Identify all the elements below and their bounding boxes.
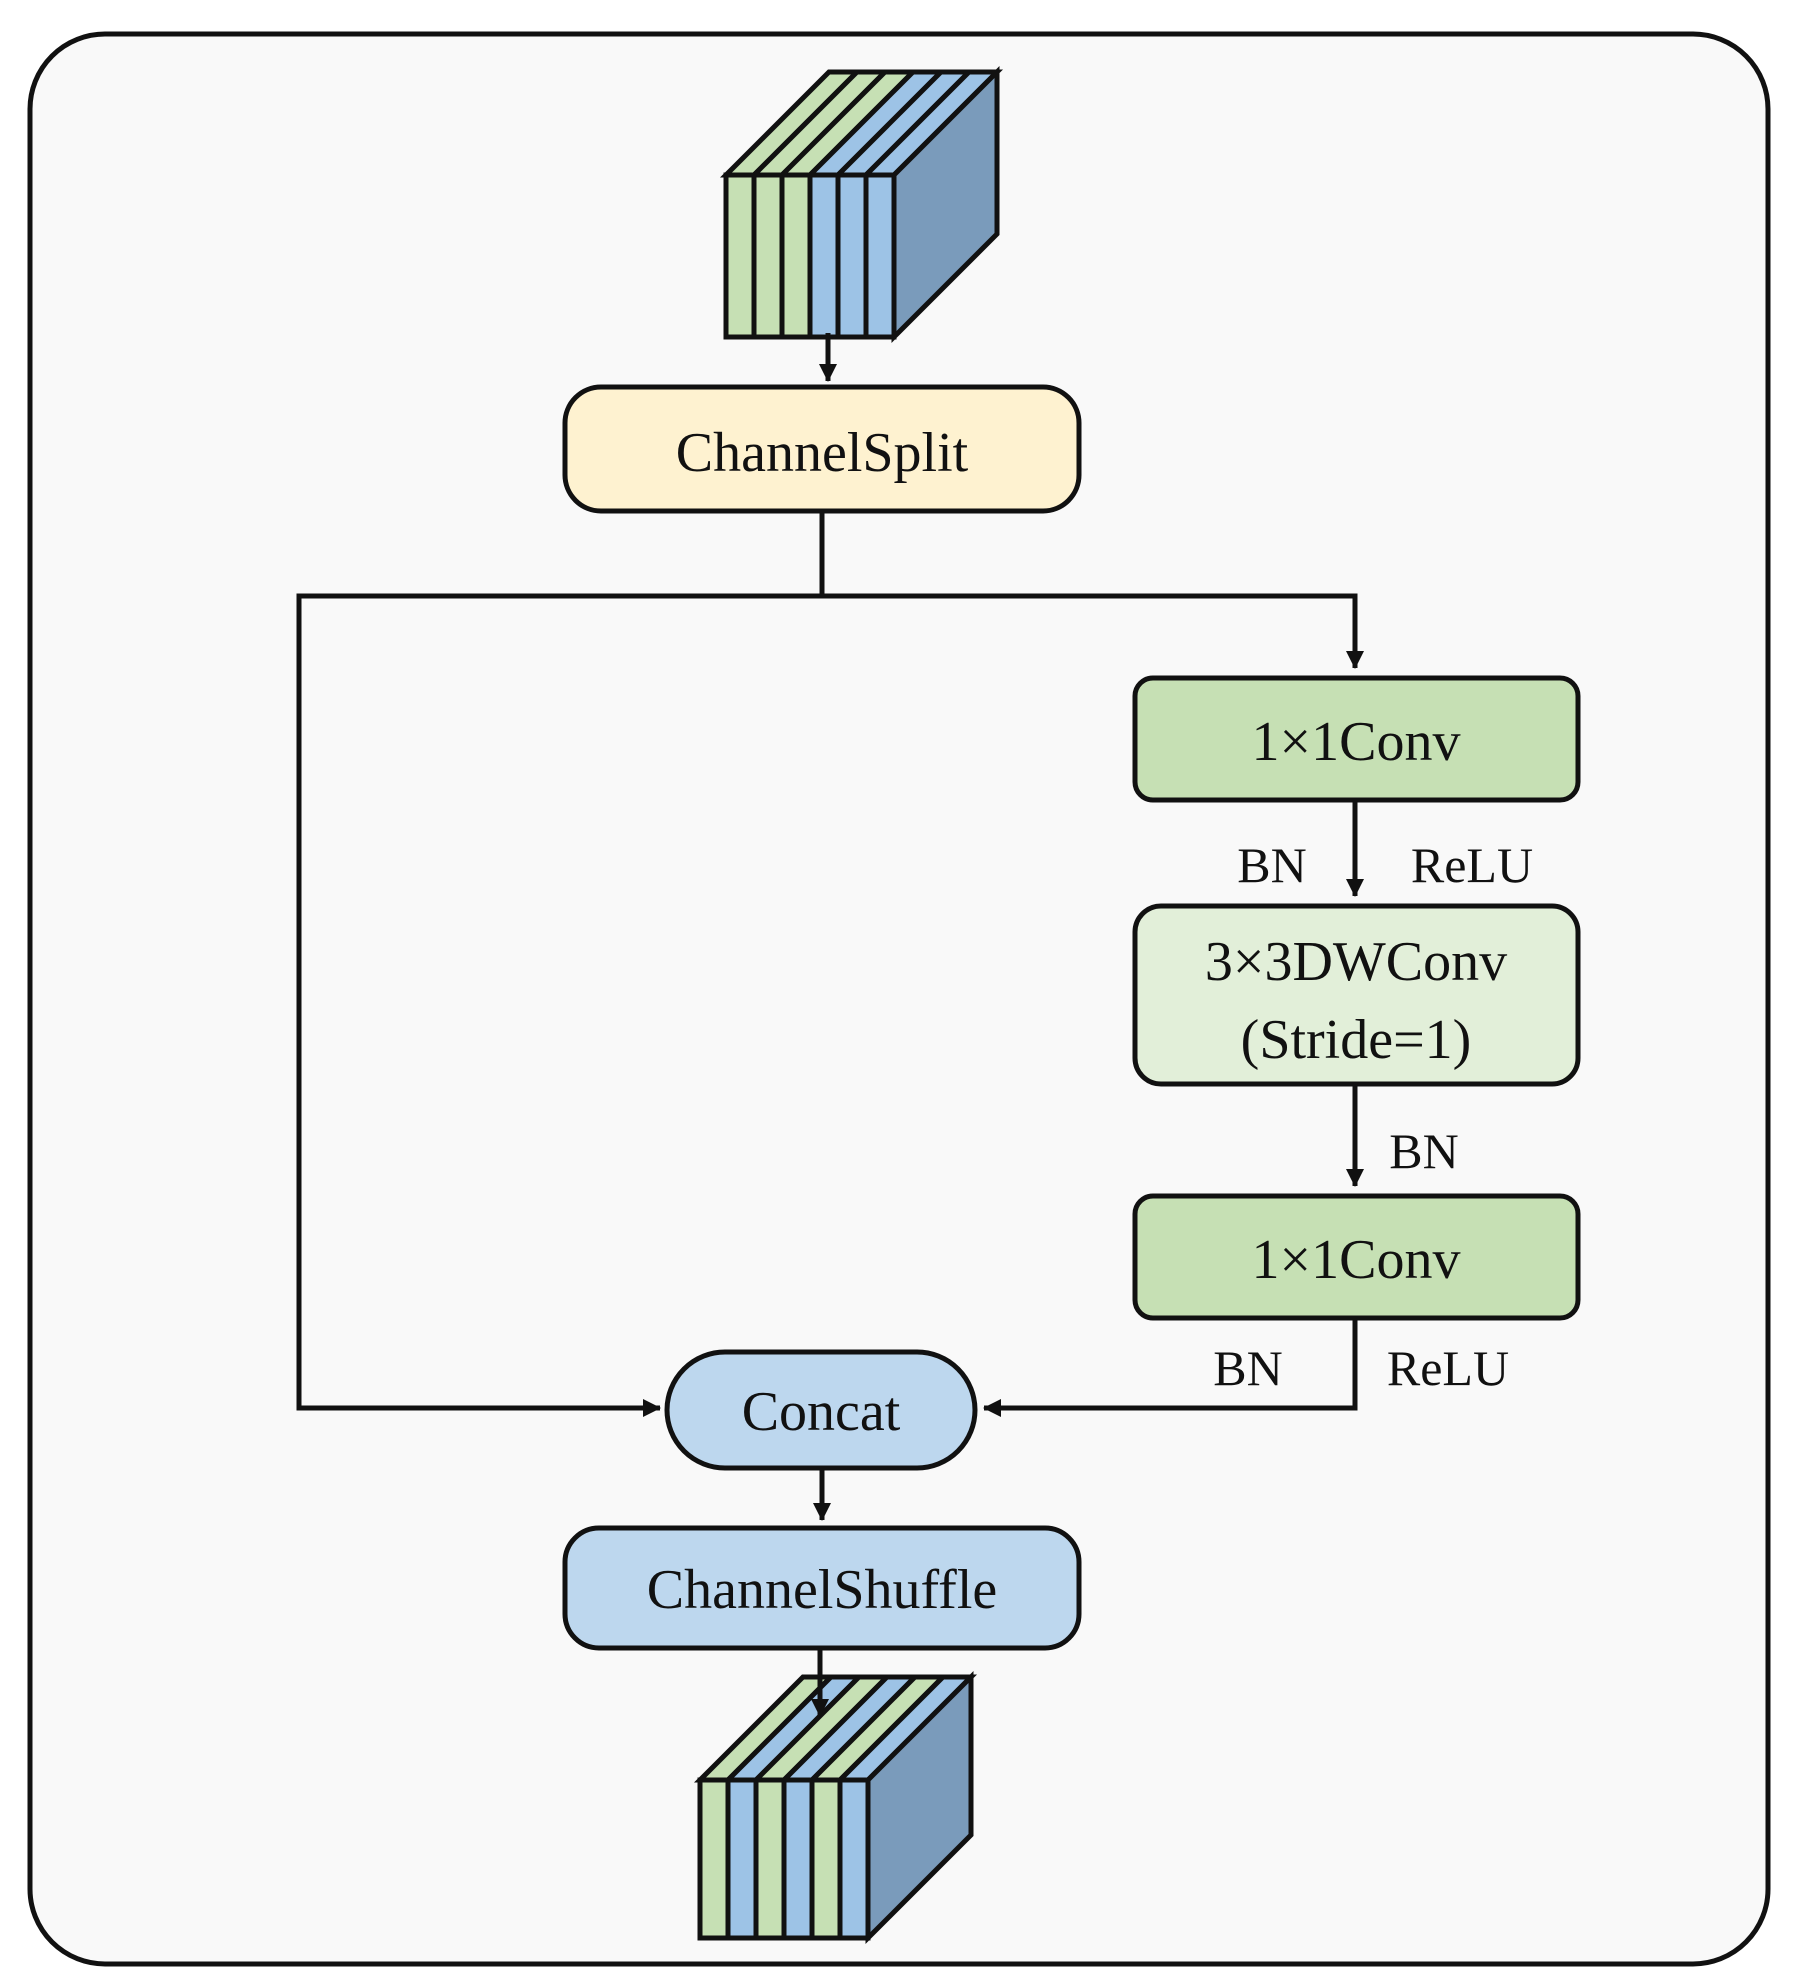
input-tensor-front-stripe — [807, 172, 841, 340]
conv1x1-first-node: 1×1Conv — [1132, 675, 1581, 803]
output-tensor-front-stripe — [781, 1777, 815, 1941]
edge-shortcut-to-concat — [296, 593, 822, 1417]
edge-label-bn-2: BN — [1389, 1123, 1458, 1179]
channelshuffle-node: ChannelShuffle — [562, 1525, 1082, 1651]
diagram-frame — [27, 31, 1771, 1967]
output-tensor-front-stripe — [697, 1777, 731, 1941]
dwconv-label-line1: 3×3DWConv — [1205, 931, 1507, 993]
output-tensor-front-stripe — [837, 1777, 871, 1941]
channelsplit-label: ChannelSplit — [676, 422, 969, 484]
input-tensor-front-stripe — [723, 172, 757, 340]
output-tensor-front-stripe — [809, 1777, 843, 1941]
output-feature-map-icon — [693, 1670, 978, 1945]
concat-label: Concat — [742, 1381, 901, 1443]
conv1x1-first-label: 1×1Conv — [1252, 711, 1461, 773]
edge-conv2-to-concat — [983, 1318, 1358, 1417]
input-tensor-front-stripe — [779, 172, 813, 340]
input-tensor-front-stripe — [751, 172, 785, 340]
edge-label-bn-1: BN — [1237, 837, 1306, 893]
concat-node: Concat — [664, 1349, 978, 1471]
channelshuffle-label: ChannelShuffle — [647, 1559, 997, 1621]
edge-label-bn-3: BN — [1213, 1340, 1282, 1396]
edge-label-relu-3: ReLU — [1387, 1340, 1509, 1396]
channelsplit-node: ChannelSplit — [562, 384, 1082, 514]
output-tensor-front-stripe — [725, 1777, 759, 1941]
dwconv-label-line2: (Stride=1) — [1241, 1009, 1472, 1071]
dwconv-node: 3×3DWConv (Stride=1) — [1132, 903, 1581, 1087]
output-tensor-front-stripe — [753, 1777, 787, 1941]
edge-split-to-conv1 — [822, 593, 1364, 669]
input-feature-map-icon — [719, 65, 1004, 344]
conv1x1-second-node: 1×1Conv — [1132, 1193, 1581, 1321]
input-tensor-front-stripe — [863, 172, 897, 340]
conv1x1-second-label: 1×1Conv — [1252, 1229, 1461, 1291]
input-tensor-front-stripe — [835, 172, 869, 340]
edge-label-relu-1: ReLU — [1411, 837, 1533, 893]
